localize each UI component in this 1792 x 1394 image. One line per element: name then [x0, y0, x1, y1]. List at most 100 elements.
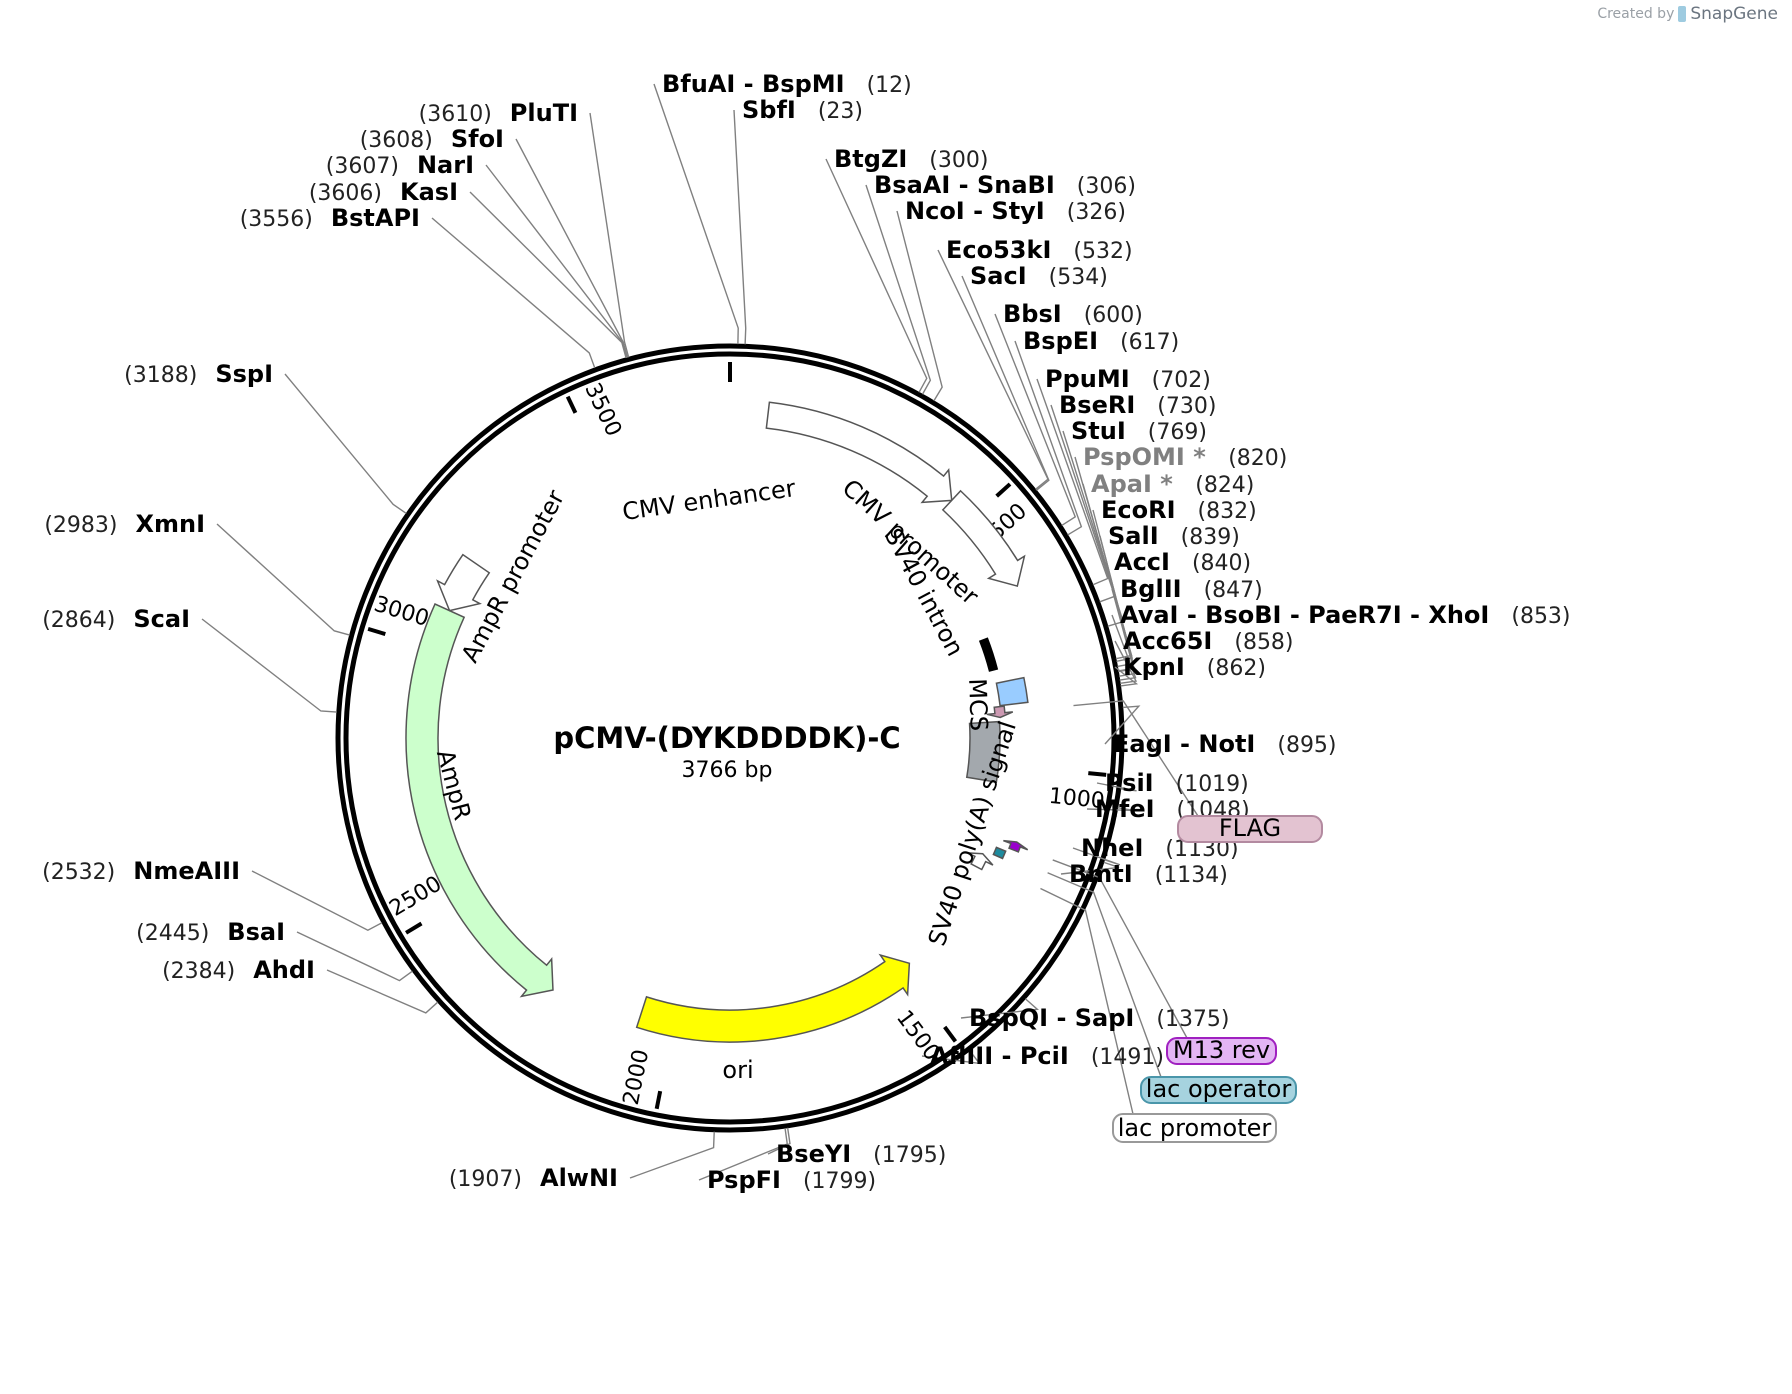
pill-bg [1166, 1037, 1277, 1065]
site-position: (832) [1198, 499, 1257, 524]
site-name: SbfI [742, 96, 796, 124]
leader-eagi [1104, 705, 1141, 745]
leader-bseyi [767, 1127, 791, 1155]
tick-label-2000: 2000 [619, 1047, 654, 1107]
leader-mfei [1086, 806, 1134, 812]
site-position: (3606) [309, 181, 382, 206]
site-position: (326) [1067, 200, 1126, 225]
leader-bsai [296, 931, 413, 982]
site-position: (2384) [162, 959, 235, 984]
site-acci: AccI(840) [1114, 548, 1251, 576]
site-position: (600) [1084, 303, 1143, 328]
site-name: AlwNI [540, 1164, 618, 1192]
site-position: (839) [1181, 525, 1240, 550]
site-name: BseRI [1059, 391, 1135, 419]
site-apai: ApaI *(824) [1091, 470, 1254, 498]
site-name: Acc65I [1123, 627, 1212, 655]
site-name: KasI [400, 178, 458, 206]
site-name: BsaAI - SnaBI [874, 171, 1055, 199]
site-sspi: SspI(3188) [124, 360, 273, 388]
feature-cmv-promoter [941, 489, 1026, 588]
site-pspomi: PspOMI *(820) [1083, 443, 1287, 471]
pill-label: FLAG [1219, 814, 1281, 842]
site-name: BspEI [1023, 327, 1098, 355]
site-xmni: XmnI(2983) [44, 510, 205, 538]
leader-btgzi [825, 158, 928, 393]
pill-leader [1040, 887, 1134, 1115]
site-position: (1799) [803, 1169, 876, 1194]
leader-psii [1096, 782, 1137, 792]
site-ppumi: PpuMI(702) [1045, 365, 1211, 393]
site-name: XmnI [135, 510, 205, 538]
pill-lac-operator: lac operator [1140, 1075, 1297, 1104]
mcs-label: MCS [963, 678, 993, 732]
site-position: (824) [1195, 473, 1254, 498]
tick-mark-2000 [654, 1090, 663, 1110]
leader-scai [201, 618, 337, 713]
tick-mark-2500 [405, 921, 423, 935]
leader-nhei [1072, 847, 1121, 866]
tick-label-3500: 3500 [579, 379, 626, 440]
tick-mark-1500 [943, 1025, 958, 1043]
tick-mark-3000 [367, 626, 386, 637]
site-name: NheI [1081, 834, 1143, 862]
leader-acc65i [1114, 640, 1138, 684]
site-name: BseYI [776, 1140, 851, 1168]
pill-lac-promoter: lac promoter [1112, 1113, 1277, 1143]
site-name: AflIII - PciI [930, 1042, 1069, 1070]
site-name: ScaI [133, 605, 190, 633]
pill-bg [1140, 1076, 1297, 1104]
feature-m13-rev [1003, 839, 1029, 853]
site-sfoi: SfoI(3608) [360, 125, 504, 153]
site-bseri: BseRI(730) [1059, 391, 1216, 419]
tick-mark-1000 [1088, 771, 1107, 777]
plasmid-title: pCMV-(DYKDDDDK)-C [553, 721, 900, 755]
pill-leader [1073, 700, 1199, 817]
site-name: EcoRI [1101, 496, 1176, 524]
leader-alwni [629, 1131, 715, 1179]
site-name: BfuAI - BspMI [662, 70, 845, 98]
site-bspqi: BspQI - SapI(1375) [969, 1004, 1230, 1032]
site-bspei: BspEI(617) [1023, 327, 1179, 355]
site-eagi: EagI - NotI(895) [1113, 730, 1337, 758]
site-acc65i: Acc65I(858) [1123, 627, 1294, 655]
site-position: (306) [1077, 174, 1136, 199]
leader-bspei [1014, 340, 1083, 536]
site-name: PspFI [707, 1166, 781, 1194]
leader-sbfi [733, 109, 747, 345]
leader-kasi [469, 191, 627, 359]
site-sali: SalI (839) [1108, 522, 1240, 550]
site-name: NarI [417, 151, 474, 179]
site-stui: StuI(769) [1071, 417, 1207, 445]
site-name: PspOMI * [1083, 443, 1206, 471]
site-name: NmeAIII [133, 857, 240, 885]
site-position: (1491) [1091, 1045, 1164, 1070]
site-position: (2445) [136, 921, 209, 946]
leader-ahdi [326, 969, 439, 1014]
feature-ampr [405, 603, 554, 998]
feature-sv40-poly-a-signal [965, 720, 1001, 784]
site-alwni: AlwNI(1907) [449, 1164, 618, 1192]
site-afliii: AflIII - PciI (1491) [930, 1042, 1164, 1070]
leader-nmeaiii [251, 870, 383, 932]
site-name: SalI [1108, 522, 1159, 550]
pill-label: lac operator [1146, 1075, 1292, 1103]
site-pluti: PluTI(3610) [419, 99, 578, 127]
backbone-inner [343, 351, 1117, 1125]
site-name: BstAPI [331, 204, 420, 232]
leader-bsaai [865, 184, 932, 395]
site-name: PsiI [1105, 769, 1154, 797]
leader-bmti [1060, 861, 1120, 875]
leader-nari [485, 164, 628, 358]
tick-mark-3500 [565, 395, 578, 414]
site-position: (3188) [124, 363, 197, 388]
pill-flag: FLAG [1177, 814, 1323, 843]
leader-afliii [921, 1050, 982, 1065]
leader-bglii [1111, 588, 1136, 677]
site-name: Eco53kI [946, 236, 1051, 264]
tick-mark-500 [995, 482, 1012, 498]
site-name: BglII [1120, 575, 1182, 603]
snapgene-brand: Created by SnapGene [1597, 4, 1778, 24]
feature-ori [635, 953, 911, 1043]
site-bfuai: BfuAI - BspMI(12) [662, 70, 912, 98]
